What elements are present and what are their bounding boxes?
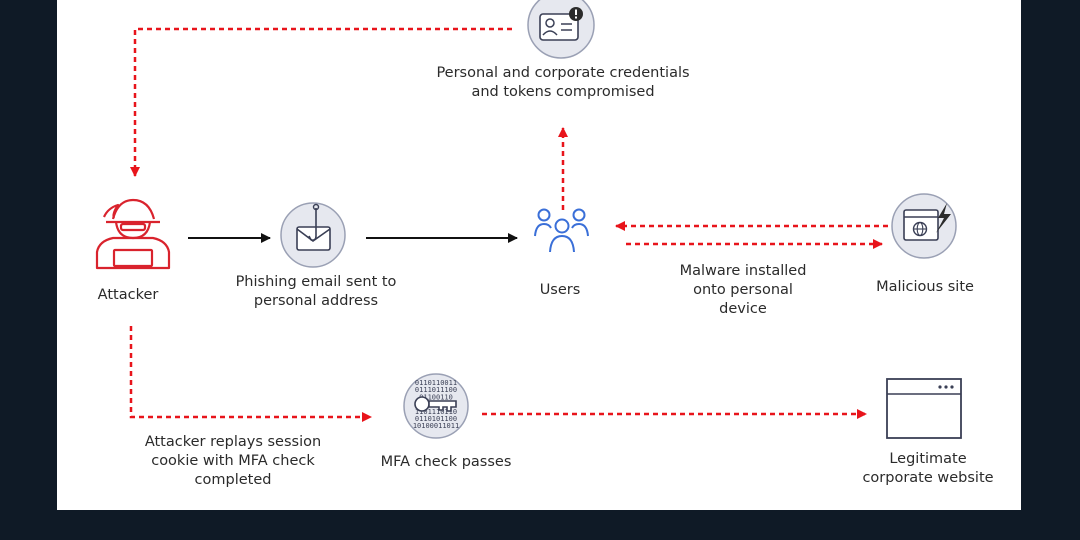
legit-site-label: Legitimate corporate website [862,451,994,486]
mfa-label: MFA check passes [380,454,512,470]
browser-window-icon [886,378,962,439]
hooded-hacker-icon [95,198,171,270]
attacker-label: Attacker [97,287,159,303]
binary-row: 1101110110 [415,408,457,416]
binary-row: 01100110 [419,393,453,401]
arrow-attacker-to-mfa [129,326,372,422]
binary-row: 0111011100 [415,386,457,394]
binary-row: 0110110011 [415,379,457,387]
binary-key-icon: 0110110011011101110001100110010110100110… [403,373,469,439]
diagram-panel [57,0,1021,510]
users-label: Users [539,282,581,298]
binary-row: 0110101100 [415,415,457,423]
malware-label: Malware installed onto personal device [679,263,807,317]
users-group-icon [534,208,589,253]
phishing-envelope-icon [280,202,346,268]
replay-label: Attacker replays session cookie with MFA… [144,434,322,488]
malicious-site-label: Malicious site [876,279,974,295]
phishing-label: Phishing email sent to personal address [235,274,397,309]
arrow-credentials-to-attacker [130,27,512,177]
binary-row: 10100011011 [413,422,459,430]
credential-card-alert-icon [527,0,595,59]
malicious-browser-icon [891,193,957,259]
credentials-label: Personal and corporate credentials and t… [436,65,690,100]
